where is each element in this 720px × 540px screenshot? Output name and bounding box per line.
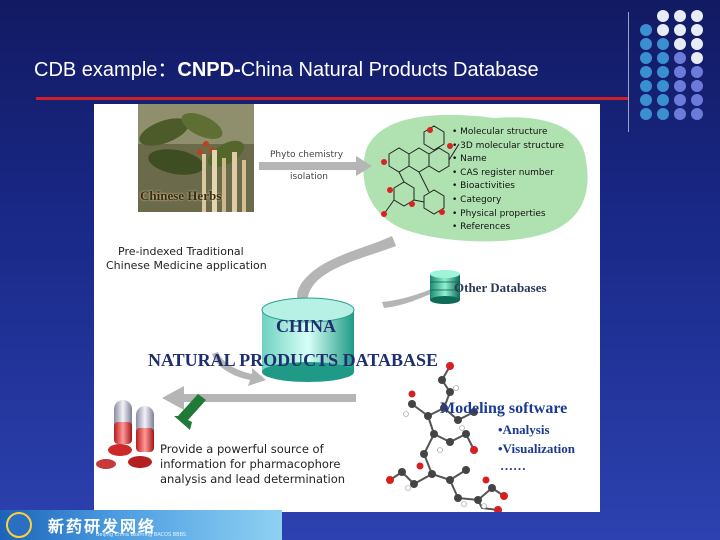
decorative-dot (640, 94, 652, 106)
decorative-dot (674, 38, 686, 50)
modeling-software-title: Modeling software (440, 400, 567, 418)
title-prefix: CDB example： (34, 59, 177, 81)
decorative-dot (691, 108, 703, 120)
modeling-item-more: …… (500, 458, 526, 474)
decorative-dot (657, 108, 669, 120)
decorative-dot (640, 80, 652, 92)
decorative-dot (657, 52, 669, 64)
preindexed-tcm-line1: Pre-indexed Traditional (118, 245, 244, 259)
preindexed-tcm-line2: Chinese Medicine application (106, 259, 267, 273)
decorative-dot (640, 66, 652, 78)
property-item: • References (452, 221, 564, 235)
decorative-dot (657, 80, 669, 92)
property-item: • Name (452, 153, 564, 167)
decorative-dot (640, 52, 652, 64)
decorative-dot (674, 66, 686, 78)
title-underline (36, 97, 628, 100)
property-item: • CAS register number (452, 167, 564, 181)
database-title-china: CHINA (276, 316, 336, 337)
property-item: • Molecular structure (452, 126, 564, 140)
decorative-dot (674, 94, 686, 106)
decorative-dot (657, 10, 669, 22)
molecule-properties-list: • Molecular structure • 3D molecular str… (452, 126, 564, 235)
decorative-dot (691, 66, 703, 78)
decorative-dot (691, 80, 703, 92)
decorative-dot (657, 94, 669, 106)
decorative-dot (657, 24, 669, 36)
title-divider-line (628, 12, 629, 132)
provide-source-line3: analysis and lead determination (160, 472, 345, 486)
3d-molecule-model (386, 362, 508, 512)
decorative-dot (691, 24, 703, 36)
decorative-dot (674, 24, 686, 36)
property-item: • 3D molecular structure (452, 140, 564, 154)
isolation-label: isolation (290, 172, 328, 182)
medicine-pills-icon (96, 400, 154, 469)
modeling-item-analysis: •Analysis (498, 422, 550, 438)
decorative-dot (674, 80, 686, 92)
footer-logo-strip: 新药研发网络 Beijing China Learning BACOS BBBS (0, 510, 282, 540)
property-item: • Bioactivities (452, 180, 564, 194)
provide-source-line1: Provide a powerful source of (160, 442, 324, 456)
property-item: • Physical properties (452, 208, 564, 222)
decorative-dot (640, 38, 652, 50)
institution-badge-icon (6, 512, 32, 538)
title-bold: CNPD- (177, 59, 240, 81)
decorative-dot (674, 52, 686, 64)
chinese-herbs-label: Chinese Herbs (140, 188, 221, 204)
decorative-dot (691, 52, 703, 64)
other-databases-label: Other Databases (454, 280, 547, 296)
modeling-item-visualization: •Visualization (498, 441, 575, 457)
property-item: • Category (452, 194, 564, 208)
decorative-dot (691, 94, 703, 106)
database-title-natural-products: NATURAL PRODUCTS DATABASE (148, 350, 438, 371)
logo-subtext: Beijing China Learning BACOS BBBS (96, 532, 186, 538)
phytochemistry-label: Phyto chemistry (270, 150, 343, 160)
decorative-dot (657, 66, 669, 78)
title-rest: China Natural Products Database (241, 59, 539, 81)
provide-source-line2: information for pharmacophore (160, 457, 340, 471)
decorative-dot (691, 38, 703, 50)
decorative-dot (640, 24, 652, 36)
decorative-dot (657, 38, 669, 50)
cnpd-diagram: Chinese Herbs Phyto chemistry isolation … (94, 104, 600, 512)
decorative-dot (674, 108, 686, 120)
decorative-dot (674, 10, 686, 22)
slide-title: CDB example：CNPD-China Natural Products … (34, 53, 539, 82)
decorative-dot (640, 108, 652, 120)
decorative-dot-grid (640, 10, 712, 124)
decorative-dot (691, 10, 703, 22)
